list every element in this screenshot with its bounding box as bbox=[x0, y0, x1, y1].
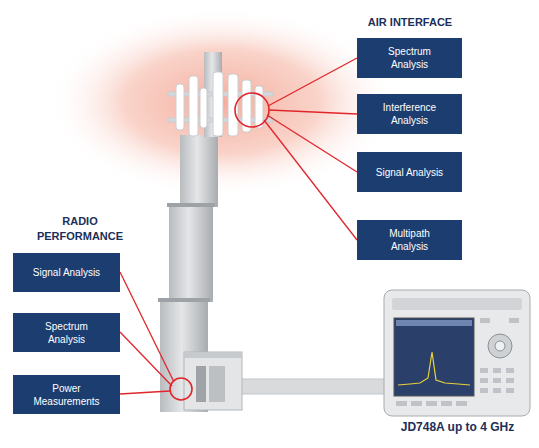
box-text: Power Measurements bbox=[27, 382, 106, 408]
product-caption: JD748A up to 4 GHz bbox=[376, 419, 539, 435]
box-text: Multipath Analysis bbox=[371, 227, 448, 253]
handheld-analyzer bbox=[384, 290, 530, 416]
analysis-box: Spectrum Analysis bbox=[13, 313, 120, 352]
box-text: Spectrum Analysis bbox=[371, 45, 448, 71]
leader-lines bbox=[120, 58, 357, 400]
analysis-box: Power Measurements bbox=[13, 375, 120, 414]
box-text: Spectrum Analysis bbox=[27, 320, 106, 346]
analysis-box: Interference Analysis bbox=[357, 94, 462, 134]
analysis-box: Spectrum Analysis bbox=[357, 38, 462, 78]
box-text: Interference Analysis bbox=[371, 101, 448, 127]
feeder-cable bbox=[240, 379, 392, 394]
box-text: Signal Analysis bbox=[376, 166, 443, 179]
equipment-cabinet bbox=[184, 352, 242, 410]
analysis-box: Multipath Analysis bbox=[357, 220, 462, 260]
analysis-box: Signal Analysis bbox=[13, 253, 120, 292]
analysis-box: Signal Analysis bbox=[357, 152, 462, 192]
signal-haze bbox=[47, 7, 397, 197]
antenna-array bbox=[168, 72, 273, 136]
box-text: Signal Analysis bbox=[33, 266, 100, 279]
section-heading: RADIO PERFORMANCE bbox=[20, 214, 140, 244]
section-heading: AIR INTERFACE bbox=[355, 15, 465, 29]
